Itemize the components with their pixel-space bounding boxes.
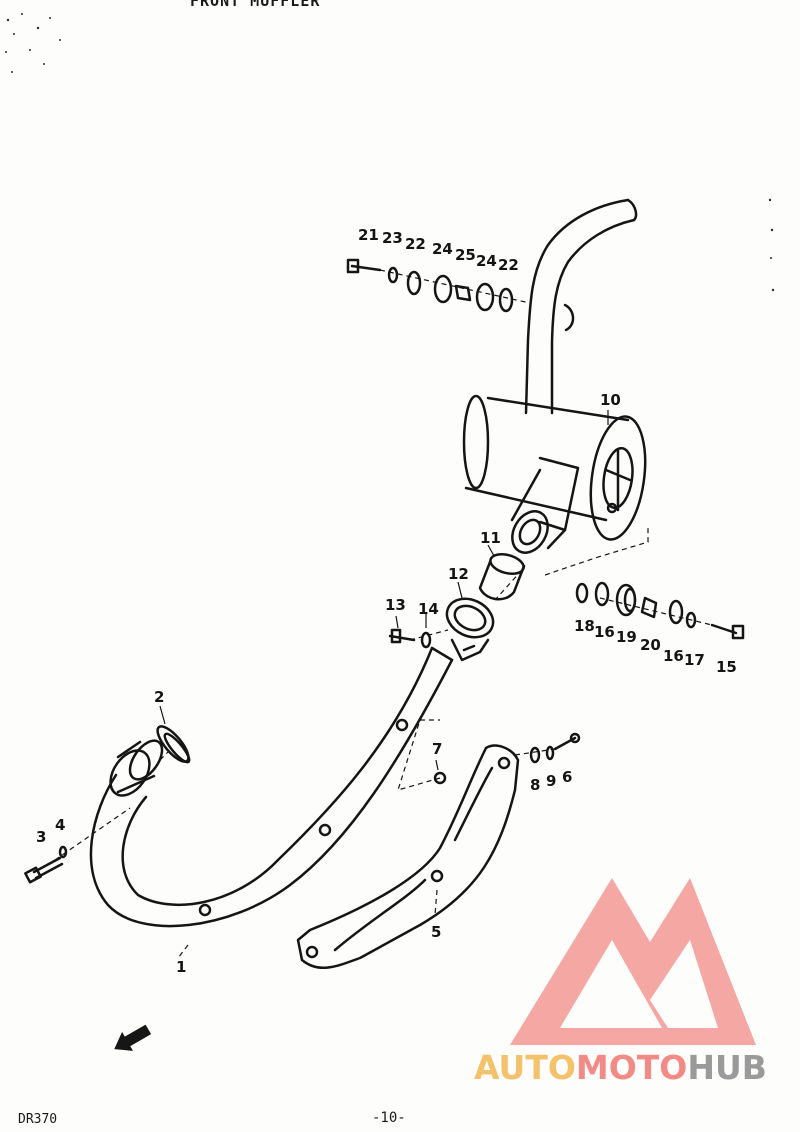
automotohub-logo-mark: [510, 878, 756, 1045]
callout-18: 18: [574, 617, 595, 635]
model-code: DR370: [18, 1112, 58, 1127]
callout-2: 2: [154, 688, 164, 706]
front-direction-arrow-icon: [114, 1024, 152, 1051]
bracket-washer: [529, 746, 541, 764]
clamp-bolt: [388, 634, 416, 642]
top-mount-collar-25: [454, 284, 472, 302]
mount-washer-16b: [668, 599, 684, 625]
callout-19: 19: [616, 628, 637, 646]
callout-22a: 22: [405, 235, 426, 253]
top-mount-grommet-24a: [433, 274, 453, 304]
callout-24b: 24: [476, 252, 497, 270]
logo-word-auto: AUTO: [474, 1048, 576, 1087]
top-mount-nut-23: [387, 266, 399, 284]
exhaust-gasket: [156, 725, 190, 763]
callout-24a: 24: [432, 240, 453, 258]
callout-7: 7: [432, 740, 442, 758]
callout-1: 1: [176, 958, 186, 976]
callout-15: 15: [716, 658, 737, 676]
callout-9: 9: [546, 772, 556, 790]
mount-washer-18: [575, 582, 589, 604]
pipe-washer: [58, 845, 68, 859]
callout-16a: 16: [594, 623, 615, 641]
logo-word-hub: HUB: [687, 1048, 767, 1087]
callout-22b: 22: [498, 256, 519, 274]
callout-6: 6: [562, 768, 572, 786]
exhaust-pipe: [89, 646, 454, 928]
callout-5: 5: [431, 923, 441, 941]
exhaust-clamp: [445, 597, 495, 662]
mount-nut-17: [685, 611, 697, 629]
callout-20: 20: [640, 636, 661, 654]
logo-word-moto: MOTO: [575, 1048, 688, 1087]
mount-collar-20: [640, 596, 658, 619]
muffler: [462, 198, 647, 554]
automotohub-logo-text: AUTOMOTOHUB: [474, 1048, 767, 1087]
page-number: -10-: [372, 1110, 406, 1126]
bracket-nut: [545, 745, 555, 761]
mount-washer-16a: [594, 581, 610, 607]
callout-12: 12: [448, 565, 469, 583]
clamp-washer: [420, 631, 432, 649]
pipe-bolt: [24, 856, 64, 884]
top-mount-grommet-24b: [475, 282, 495, 312]
top-mount-bolt-21: [350, 264, 382, 272]
callout-8: 8: [530, 776, 540, 794]
callout-13: 13: [385, 596, 406, 614]
callout-16b: 16: [663, 647, 684, 665]
page-header: FRONT MUFFLER: [190, 0, 321, 10]
callout-4: 4: [55, 816, 65, 834]
callout-11: 11: [480, 529, 501, 547]
callout-25: 25: [455, 246, 476, 264]
bracket-mount-bolt: [433, 771, 447, 785]
callout-21: 21: [358, 226, 379, 244]
top-mount-washer-22b: [498, 287, 514, 313]
callout-17: 17: [684, 651, 705, 669]
top-mount-washer-22a: [406, 270, 422, 296]
callout-14: 14: [418, 600, 439, 618]
callout-23: 23: [382, 229, 403, 247]
callout-10: 10: [600, 391, 621, 409]
muffler-bracket: [296, 744, 520, 969]
callout-3: 3: [36, 828, 46, 846]
